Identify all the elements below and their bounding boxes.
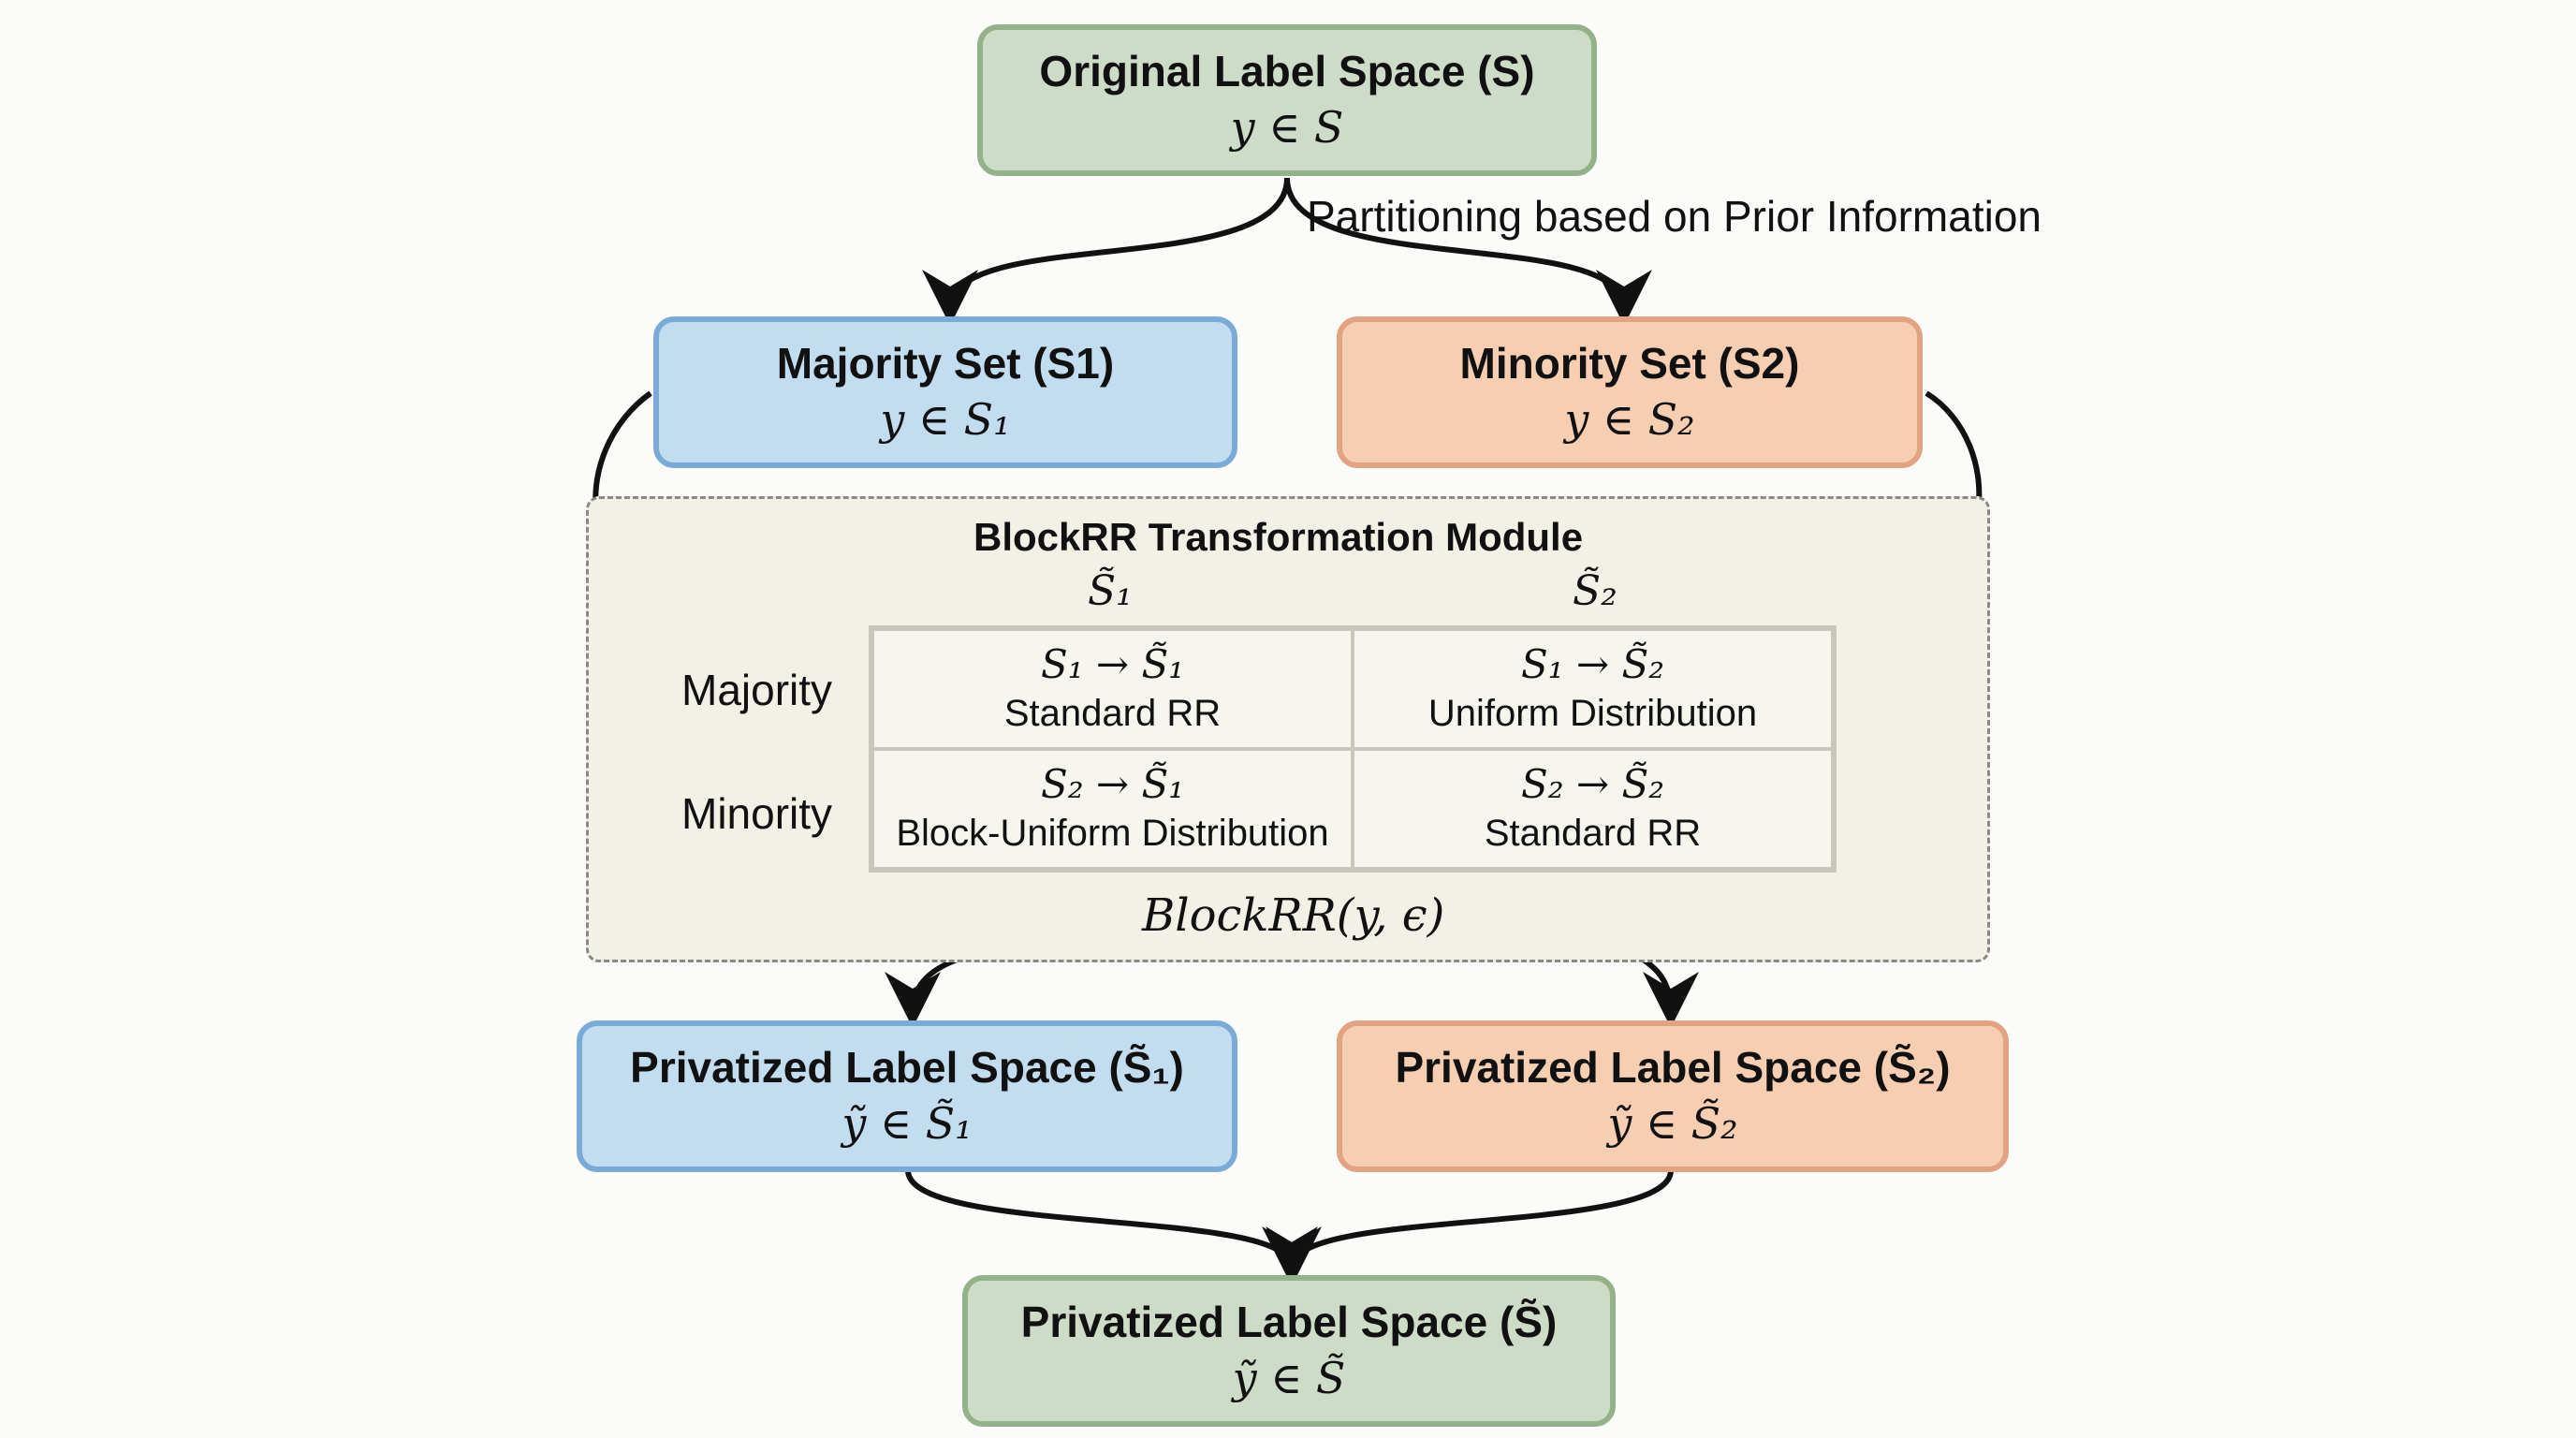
node-math: y ∈ S₂ xyxy=(1564,393,1695,445)
privatized-s1-node: Privatized Label Space (S̃₁) ỹ ∈ S̃₁ xyxy=(577,1020,1237,1172)
node-math: y ∈ S₁ xyxy=(880,393,1011,445)
cell-math: S₂ → S̃₂ xyxy=(1520,760,1665,807)
minority-set-node: Minority Set (S2) y ∈ S₂ xyxy=(1337,316,1923,468)
cell-text: Uniform Distribution xyxy=(1427,693,1758,735)
arrow-original-to-majority xyxy=(922,177,1290,326)
original-label-space-node: Original Label Space (S) y ∈ S xyxy=(977,24,1597,176)
node-title: Privatized Label Space (S̃₁) xyxy=(630,1042,1184,1092)
cell-text: Standard RR xyxy=(1484,813,1702,855)
arrow-priv1-to-final xyxy=(905,1169,1318,1283)
table-cell-majority-s1: S₁ → S̃₁ Standard RR xyxy=(872,629,1353,749)
column-header-s1: S̃₁ xyxy=(1088,567,1133,615)
table-cell-minority-s1: S₂ → S̃₁ Block-Uniform Distribution xyxy=(872,749,1353,869)
node-title: Privatized Label Space (S̃₂) xyxy=(1395,1042,1951,1092)
node-math: y ∈ S xyxy=(1230,101,1344,153)
cell-math: S₁ → S̃₂ xyxy=(1520,640,1665,687)
node-math: ỹ ∈ S̃ xyxy=(1232,1352,1346,1403)
table-cell-minority-s2: S₂ → S̃₂ Standard RR xyxy=(1353,749,1833,869)
cell-text: Block-Uniform Distribution xyxy=(896,813,1329,855)
cell-text: Standard RR xyxy=(1003,693,1222,735)
arrow-priv2-to-final xyxy=(1266,1169,1674,1283)
blockrr-formula: BlockRR(y, ϵ) xyxy=(1142,889,1445,942)
privatized-final-node: Privatized Label Space (S̃) ỹ ∈ S̃ xyxy=(962,1275,1616,1427)
node-title: Privatized Label Space (S̃) xyxy=(1020,1297,1558,1346)
node-math: ỹ ∈ S̃₁ xyxy=(842,1097,973,1149)
module-title: BlockRR Transformation Module xyxy=(973,515,1584,559)
transformation-table: S₁ → S̃₁ Standard RR S₁ → S̃₂ Uniform Di… xyxy=(869,625,1837,873)
row-label-minority: Minority xyxy=(681,789,833,838)
node-title: Majority Set (S1) xyxy=(776,338,1115,388)
node-title: Original Label Space (S) xyxy=(1039,46,1535,95)
arrow-original-to-minority xyxy=(1284,177,1652,326)
row-label-majority: Majority xyxy=(681,666,833,714)
node-math: ỹ ∈ S̃₂ xyxy=(1607,1097,1738,1149)
table-cell-majority-s2: S₁ → S̃₂ Uniform Distribution xyxy=(1353,629,1833,749)
partition-edge-label: Partitioning based on Prior Information xyxy=(1307,192,2042,241)
majority-set-node: Majority Set (S1) y ∈ S₁ xyxy=(653,316,1237,468)
privatized-s2-node: Privatized Label Space (S̃₂) ỹ ∈ S̃₂ xyxy=(1337,1020,2009,1172)
column-header-s2: S̃₂ xyxy=(1573,567,1617,615)
node-title: Minority Set (S2) xyxy=(1459,338,1800,388)
cell-math: S₂ → S̃₁ xyxy=(1040,760,1185,807)
cell-math: S₁ → S̃₁ xyxy=(1040,640,1185,687)
